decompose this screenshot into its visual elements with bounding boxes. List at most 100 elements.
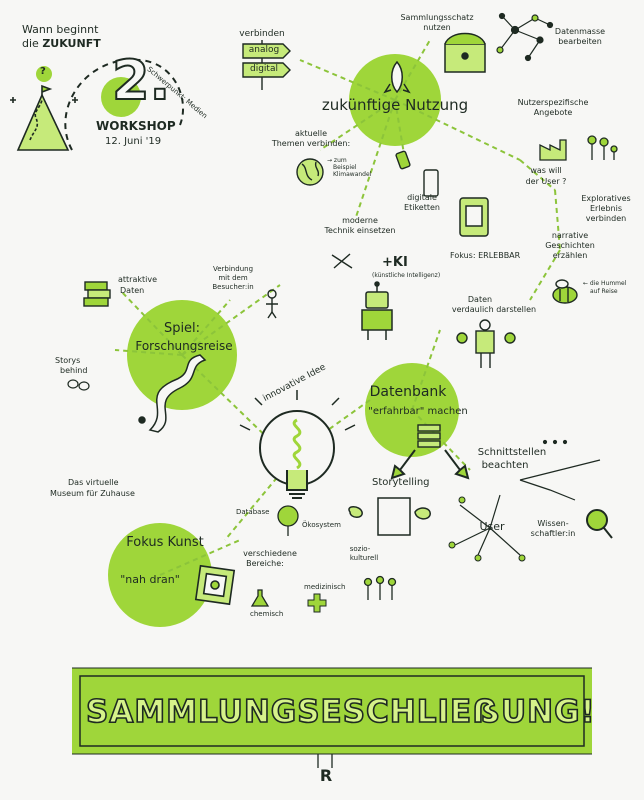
node-verbindung-1: Verbindung — [212, 265, 254, 273]
node-storys-1: Storys — [55, 356, 81, 365]
node-sammlungsschatz-1: Sammlungsschatz — [400, 13, 474, 22]
green-blobs — [36, 54, 459, 627]
picture-frame-icon — [194, 564, 236, 606]
blob-workshop — [101, 77, 141, 117]
node-nutzerspezifisch-2: Angebote — [533, 108, 573, 117]
question-line2: die ZUKUNFT — [22, 38, 101, 50]
tablet-icon — [459, 197, 489, 237]
workshop-arc — [64, 58, 185, 151]
node-daten-verdaulich-1: Daten — [467, 295, 493, 304]
arrows-icon — [390, 449, 470, 480]
node-user: User — [479, 520, 505, 533]
node-aktuelle-1: aktuelle — [294, 129, 328, 138]
node-schnittstellen-1: Schnittstellen — [477, 447, 547, 458]
node-verbinden: verbinden — [239, 29, 285, 39]
node-spiel-1: Spiel: — [163, 321, 201, 336]
node-ki: +KI — [382, 255, 408, 270]
node-was-will-2: der User ? — [525, 177, 567, 186]
node-hummel-2: auf Reise — [590, 288, 618, 295]
node-erfahrbar: "erfahrbar" machen — [368, 406, 468, 417]
node-ki-note: (künstliche Intelligenz) — [372, 272, 441, 279]
signpost-icon — [242, 40, 291, 90]
node-attraktive-1: attraktive — [118, 275, 158, 284]
node-wissenschaftlerin-2: schaftler:in — [530, 529, 576, 538]
medical-cross-icon — [307, 593, 327, 613]
node-medizinisch: medizinisch — [304, 583, 346, 591]
tools-icon — [331, 253, 353, 269]
node-museum-2: Museum für Zuhause — [50, 489, 135, 498]
workshop-label: WORKSHOP — [96, 119, 176, 133]
phone-icon — [395, 150, 439, 197]
workshop-date: 12. Juni '19 — [105, 136, 162, 147]
visitor-icon — [266, 289, 278, 319]
node-hummel-1: ← die Hummel — [583, 280, 627, 287]
rocket-icon — [383, 60, 411, 94]
node-museum-1: Das virtuelle — [68, 478, 119, 487]
node-narrative-1: narrative — [551, 231, 589, 240]
connectors — [114, 39, 561, 576]
node-sammlungsschatz-2: nutzen — [423, 23, 451, 32]
node-nutzerspezifisch-1: Nutzerspezifische — [517, 98, 589, 107]
node-aktuelle-2: Themen verbinden: — [271, 139, 351, 148]
magnifier-icon — [586, 509, 613, 539]
books-icon — [83, 281, 111, 307]
node-zum-beispiel-2: Beispiel — [333, 164, 357, 171]
node-sozio-1: sozio- — [349, 545, 371, 553]
node-daten-verdaulich-2: verdaulich darstellen — [451, 305, 537, 314]
database-stack-icon — [417, 424, 441, 448]
tree-icon — [277, 505, 299, 536]
node-storys-2: behind — [60, 366, 88, 375]
footprints-icon — [67, 379, 90, 391]
people-small-icon — [448, 496, 526, 562]
node-oekosystem: Ökosystem — [302, 521, 341, 529]
node-digital: digital — [250, 64, 278, 74]
node-nah-dran: "nah dran" — [120, 573, 180, 586]
node-zum-beispiel-1: → zum — [327, 157, 347, 164]
node-narrative-3: erzählen — [552, 251, 588, 260]
banner — [72, 667, 592, 755]
node-verschiedene-2: Bereiche: — [246, 559, 284, 568]
node-verbindung-2: mit dem — [218, 274, 248, 282]
family-icon — [587, 135, 618, 160]
user-network — [454, 439, 601, 556]
node-verbindung-3: Besucher:in — [212, 283, 254, 291]
node-analog: analog — [248, 45, 280, 55]
question-line2-emph: ZUKUNFT — [42, 37, 101, 50]
node-digitale-etiketten-1: digitale — [407, 193, 437, 202]
node-narrative-2: Geschichten — [545, 241, 595, 250]
workshop-number: 2. — [111, 49, 171, 112]
globe-icon — [296, 158, 324, 186]
winding-path-icon — [138, 354, 207, 433]
node-exploratives-3: verbinden — [585, 214, 627, 223]
node-zukunft: zukünftige Nutzung — [321, 96, 469, 114]
hanging-figure-icon — [317, 754, 333, 768]
node-storytelling: Storytelling — [372, 477, 430, 488]
signature: R — [319, 766, 333, 785]
node-chemisch: chemisch — [250, 610, 284, 618]
node-verschiedene-1: verschiedene — [243, 549, 297, 558]
scroll-icon — [348, 497, 431, 536]
node-exploratives-2: Erlebnis — [589, 204, 623, 213]
node-sozio-2: kulturell — [349, 554, 379, 562]
network-graph-icon — [496, 12, 554, 62]
node-datenmasse-1: Datenmasse — [554, 27, 606, 36]
node-moderne-1: moderne — [342, 216, 378, 225]
question-line2-prefix: die — [22, 37, 39, 50]
node-fokus-kunst: Fokus Kunst — [126, 535, 204, 550]
mountain-summit-icon — [10, 84, 78, 151]
presenter-icon — [456, 319, 516, 368]
robot-icon — [361, 281, 393, 340]
treasure-chest-icon — [444, 32, 486, 73]
node-datenmasse-2: bearbeiten — [558, 37, 602, 46]
node-wissenschaftlerin-1: Wissen- — [537, 519, 569, 528]
banner-title: SAMMLUNGSESCHLIEẞUNG! — [85, 693, 596, 731]
bee-icon — [552, 279, 578, 304]
question-mark: ? — [40, 66, 46, 77]
factory-icon — [539, 139, 567, 161]
node-schnittstellen-2: beachten — [481, 460, 529, 471]
question-line1: Wann beginnt — [22, 23, 99, 36]
node-spiel-2: Forschungsreise — [135, 339, 233, 353]
node-digitale-etiketten-2: Etiketten — [404, 203, 440, 212]
blob-question — [36, 66, 52, 82]
